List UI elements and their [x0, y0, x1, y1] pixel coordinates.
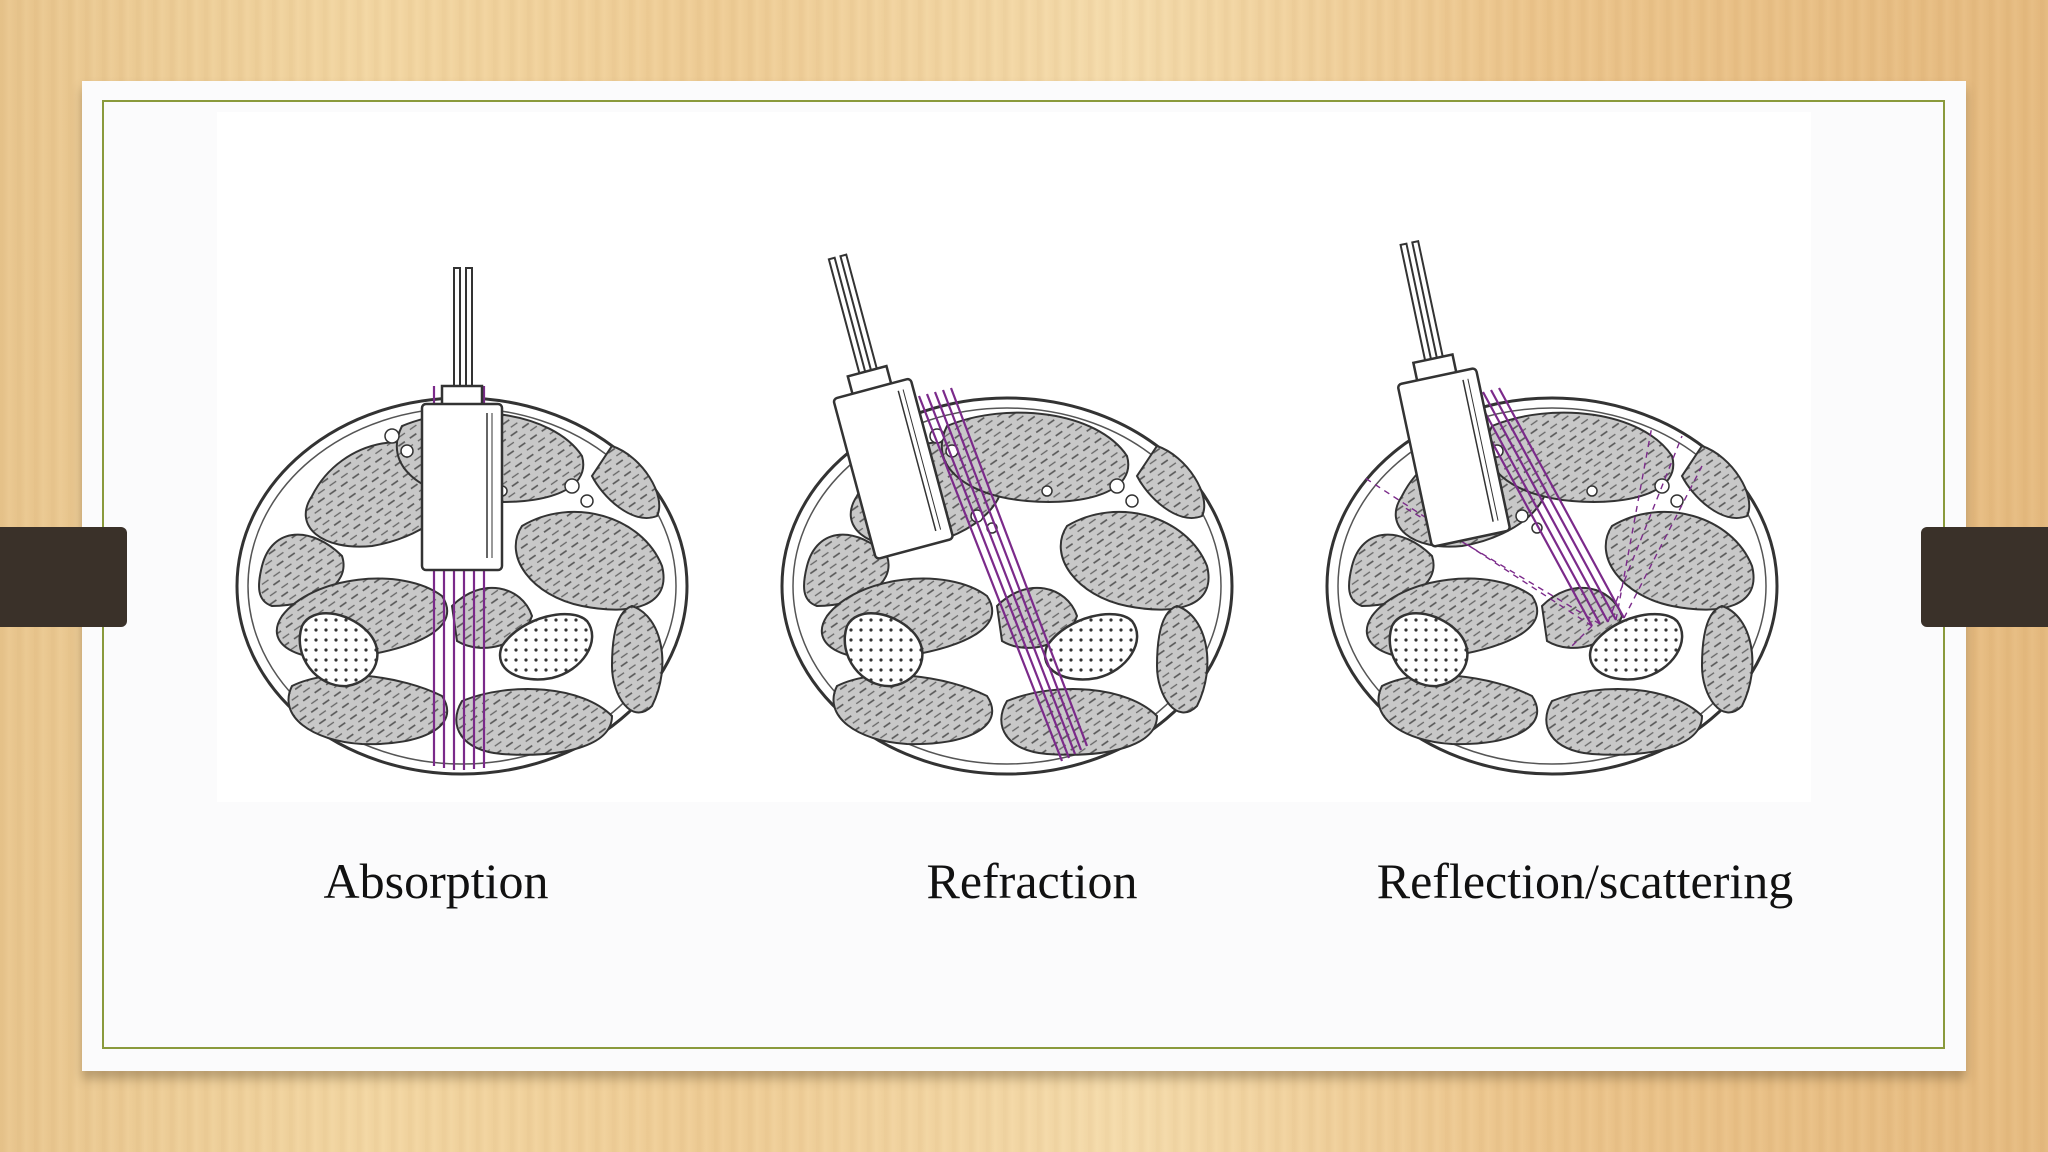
right-tab: [1921, 527, 2048, 627]
absorption-diagram: [235, 266, 689, 776]
refraction-diagram: [780, 245, 1234, 776]
ultrasound-illustration: [217, 112, 1811, 802]
left-tab: [0, 527, 127, 627]
reflection-scattering-diagram: [1325, 233, 1779, 776]
